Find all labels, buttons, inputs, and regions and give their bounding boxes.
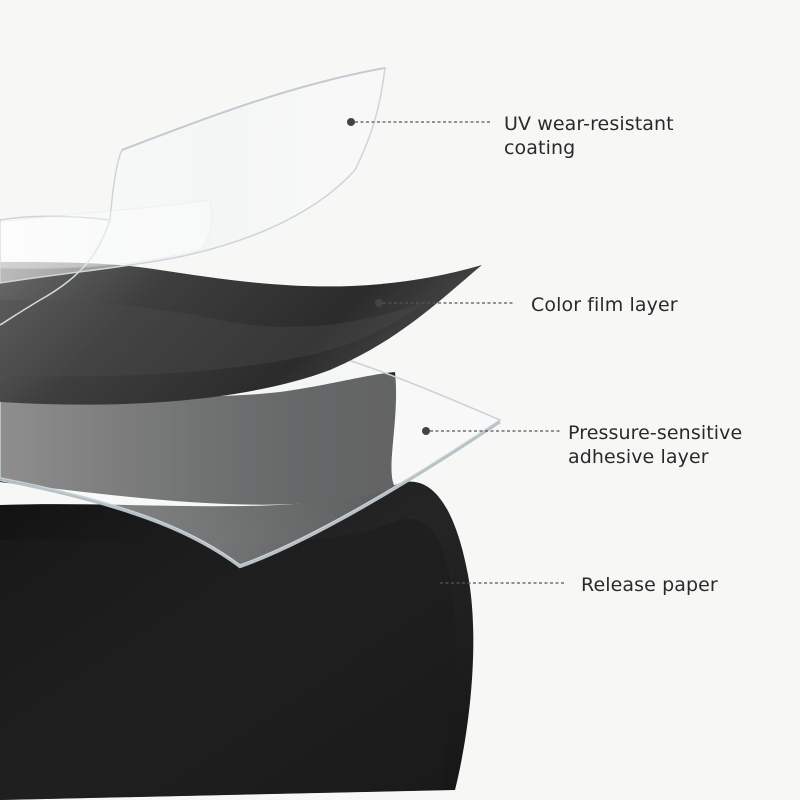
label-uv-line-1: UV wear-resistant — [504, 113, 674, 135]
uv-inner-sheet — [0, 199, 213, 269]
label-uv-coating: UV wear-resistant coating — [504, 112, 674, 160]
release-paper-texture — [0, 518, 455, 800]
label-color-film: Color film layer — [531, 293, 678, 317]
label-adhesive: Pressure-sensitive adhesive layer — [568, 421, 742, 469]
leader-psa — [422, 427, 560, 435]
uv-coating-edge — [121, 67, 386, 151]
label-psa-line-2: adhesive layer — [568, 446, 709, 468]
label-release-line-1: Release paper — [581, 574, 718, 596]
label-uv-line-2: coating — [504, 137, 576, 159]
leader-color — [375, 299, 515, 307]
label-release-paper: Release paper — [581, 573, 718, 597]
color-film-highlight — [0, 300, 430, 377]
label-psa-line-1: Pressure-sensitive — [568, 422, 743, 444]
label-color-line-1: Color film layer — [531, 294, 678, 316]
color-film-layer — [0, 262, 482, 405]
psa-sheet-edge — [0, 420, 501, 569]
uv-coating-fold — [0, 219, 111, 326]
leader-uv — [347, 118, 490, 126]
uv-coating-layer — [0, 67, 386, 284]
